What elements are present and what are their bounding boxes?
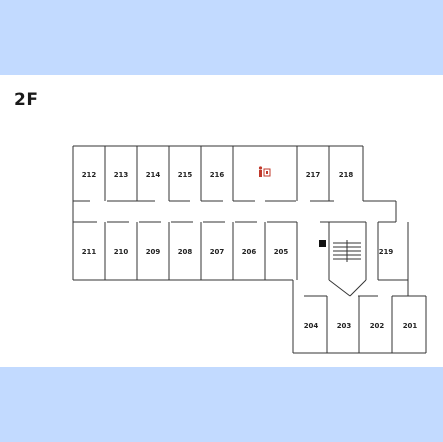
room-204[interactable]: 204 (304, 322, 319, 330)
restroom-icon (258, 166, 271, 177)
floor-label: 2F (14, 90, 39, 110)
room-213[interactable]: 213 (114, 171, 129, 179)
room-219[interactable]: 219 (379, 248, 394, 256)
room-215[interactable]: 215 (178, 171, 193, 179)
room-202[interactable]: 202 (370, 322, 385, 330)
room-203[interactable]: 203 (337, 322, 352, 330)
room-208[interactable]: 208 (178, 248, 193, 256)
room-209[interactable]: 209 (146, 248, 161, 256)
room-216[interactable]: 216 (210, 171, 225, 179)
room-207[interactable]: 207 (210, 248, 225, 256)
room-210[interactable]: 210 (114, 248, 129, 256)
room-211[interactable]: 211 (82, 248, 97, 256)
top-band (0, 0, 443, 75)
bottom-band (0, 367, 443, 442)
room-212[interactable]: 212 (82, 171, 97, 179)
room-206[interactable]: 206 (242, 248, 257, 256)
elevator-icon (319, 240, 326, 247)
room-labels: 212 213 214 215 216 217 218 211 210 209 … (82, 171, 418, 330)
room-214[interactable]: 214 (146, 171, 161, 179)
room-201[interactable]: 201 (403, 322, 418, 330)
room-205[interactable]: 205 (274, 248, 289, 256)
room-217[interactable]: 217 (306, 171, 321, 179)
walls (72, 145, 427, 354)
stairs-icon (333, 240, 361, 262)
room-218[interactable]: 218 (339, 171, 354, 179)
